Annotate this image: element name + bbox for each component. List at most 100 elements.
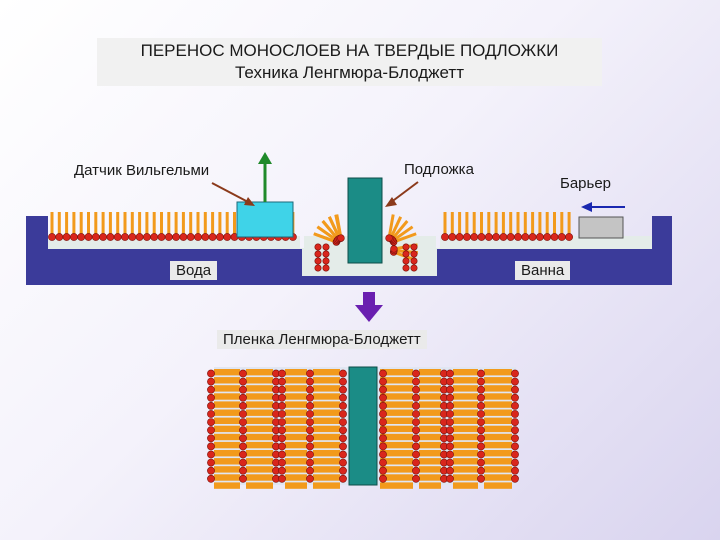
molecule-head [157,233,166,241]
molecule-head [521,233,530,241]
film-head [511,410,519,418]
film-head [207,434,215,443]
film-tail-row [313,433,340,441]
film-tail-row [380,409,413,416]
lb-film-label: Пленка Ленгмюра-Блоджетт [217,330,427,349]
molecule-tail [108,212,112,236]
wilhelmy-sensor-label: Датчик Вильгельми [74,162,210,179]
film-head [339,377,347,386]
film-head [379,418,387,426]
film-head [339,434,347,443]
film-head [379,401,387,410]
molecule-head [402,250,410,258]
molecule-tail [181,212,185,236]
film-head [306,466,314,475]
film-tails [214,369,512,489]
molecule-head [410,250,418,258]
molecule-head [150,233,159,241]
molecule-tail [538,212,542,236]
film-head [278,401,286,410]
film-tail-row [380,466,413,473]
film-tail-row [246,474,273,481]
molecule-tail [50,212,54,236]
molecule-head [477,233,486,241]
film-head [477,466,485,475]
molecule-head [70,233,78,241]
film-head [278,410,286,418]
film-head [446,450,454,459]
film-head [339,442,347,451]
film-head [477,442,485,451]
molecule-tail [480,212,483,236]
film-head [207,410,215,418]
film-heads [207,369,519,483]
molecule-head [172,233,180,241]
film-head [339,410,347,418]
submerged-molecules [314,243,418,272]
film-tail-row [246,401,273,408]
molecule-tail [523,212,527,236]
film-tail-row [214,441,240,449]
film-head [412,458,420,467]
barrier-arrow [581,202,625,212]
molecule-head [506,233,515,241]
film-tail-row [484,433,512,441]
film-head [511,426,519,435]
molecule-tail [487,212,491,236]
film-tail-row [380,441,413,449]
film-tail-row [246,466,273,473]
subtitle: Техника Ленгмюра-Блоджетт [234,63,464,82]
film-head [379,369,387,378]
film-head [477,426,485,435]
film-tail-row [214,393,240,400]
film-tail-row [419,458,441,465]
film-tail-row [246,409,273,416]
molecule-tail [516,212,520,236]
film-tail-row [453,441,478,449]
film-tail-row [380,425,413,433]
molecule-tail [531,212,535,236]
molecule-tail [101,212,105,236]
film-tail-row [285,466,307,473]
film-head [339,385,347,394]
molecule-head [128,233,137,241]
film-tail-row [214,474,240,481]
molecule-head [201,233,210,241]
molecule-tail [316,225,338,242]
film-tail-row [419,466,441,473]
film-head [379,377,387,386]
molecule-tail [138,212,142,236]
molecule-tail [94,212,98,236]
film-head [306,442,314,451]
lb-film [207,366,519,489]
molecule-tail [57,212,61,236]
film-tail-row [285,450,307,457]
film-tail-row [285,409,307,416]
film-head [207,458,215,467]
molecule-head [337,234,345,242]
molecule-head [48,233,56,241]
film-tail-row [484,441,512,449]
film-head [306,458,314,467]
film-head [511,377,519,386]
film-tail-row [380,417,413,424]
film-tail-row [214,377,240,384]
molecule-head [314,264,322,272]
molecule-head [492,233,500,241]
film-head [412,410,420,418]
film-tail-row [313,425,340,433]
molecule-head [385,234,393,242]
molecule-tail [145,212,149,236]
film-head [239,474,247,483]
film-head [412,385,420,394]
film-head [477,401,485,410]
film-head [239,393,247,402]
film-head [412,426,420,435]
film-head [306,410,314,418]
molecule-head [322,264,330,272]
monolayer-right [441,212,573,241]
molecule-head [543,233,552,241]
film-tail-row [419,385,441,392]
molecule-head [179,233,188,241]
film-head [477,369,485,378]
